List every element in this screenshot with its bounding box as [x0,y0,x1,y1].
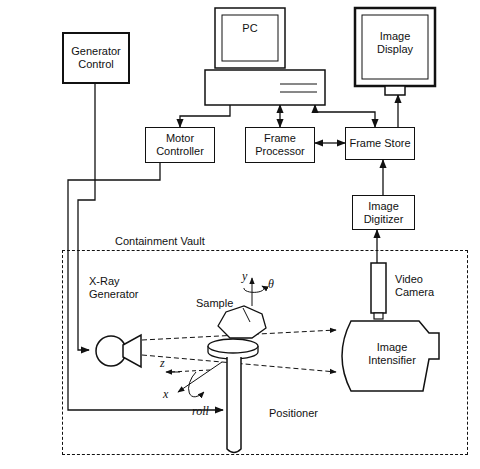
part-label: Sample [196,298,233,309]
process-box: Frame Store [345,127,415,160]
axes [166,278,264,397]
connector [397,95,398,127]
node-text: Image Digitizer [356,200,411,225]
node-text: Video Camera [395,273,461,298]
x-ray-generator: X-Ray Generator [89,275,151,371]
sample-edge [243,308,250,322]
node-text: Frame Store [349,137,410,150]
connector [78,84,95,350]
connector [382,160,383,195]
shape-outline [223,353,333,454]
video-camera: Video Camera [369,263,464,319]
node-text: Generator Control [67,45,125,70]
connector [315,142,345,143]
connector [315,105,375,127]
positioner-table [208,339,258,359]
node-text: Positioner [269,407,333,420]
node-text: X-Ray Generator [89,275,151,300]
axis-label: roll [192,405,209,417]
connector [180,105,230,127]
axis-label: y [242,270,247,282]
process-box: Motor Controller [145,127,215,163]
node-text: PC [215,22,285,35]
connector [68,163,223,410]
axis-label: θ [268,278,274,290]
node-text: Containment Vault [113,235,207,248]
axis-label: z [160,357,165,369]
positioner: Positioner [223,353,333,454]
process-box: Frame Processor [245,127,315,163]
image-intensifier: Image Intensifier [339,319,443,395]
sample [218,306,266,338]
connector [279,105,280,127]
process-box: Image Digitizer [352,195,415,230]
control-box: Generator Control [62,32,130,84]
computer: PC [205,8,325,105]
node-text: Motor Controller [149,132,211,157]
node-text: Image Display [363,30,427,55]
display-monitor: Image Display [355,8,435,95]
node-text: Image Intensifier [357,341,427,366]
node-text: Frame Processor [249,132,311,157]
shape-outline [205,8,325,105]
connector [376,230,377,263]
axis-label: x [163,388,168,400]
containment-region: Containment VaultX-Ray GeneratorVideo Ca… [62,250,468,455]
